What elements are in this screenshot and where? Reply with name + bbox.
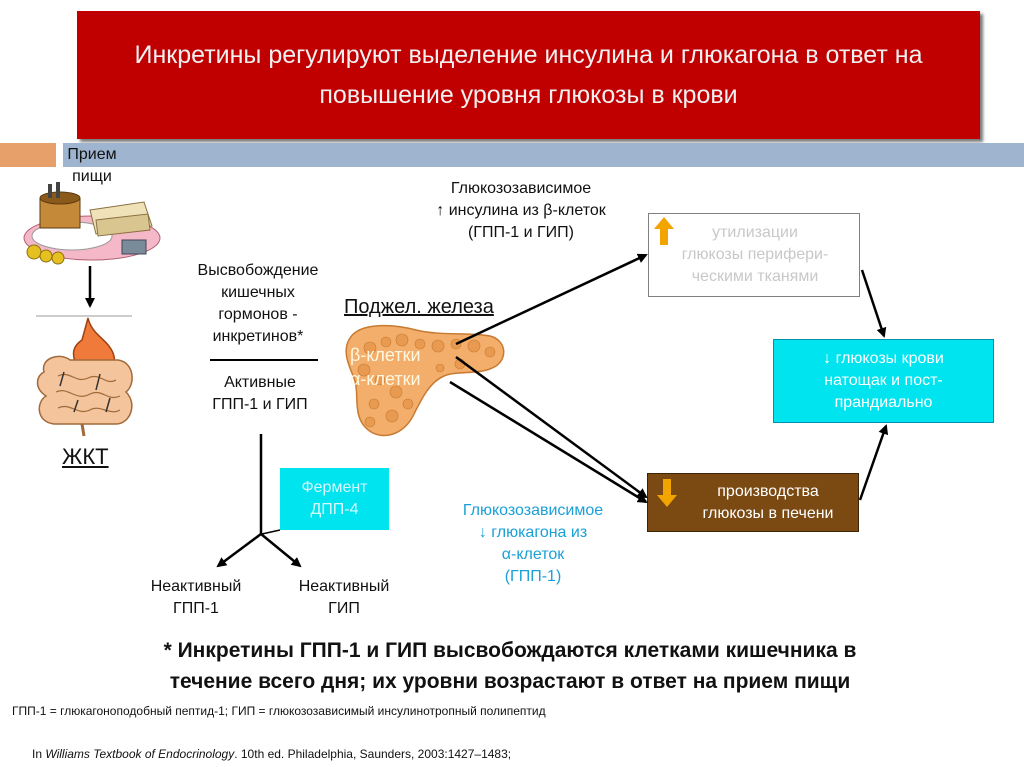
- glucagon-line3: α-клеток: [501, 546, 565, 563]
- food-illustration-icon: [23, 182, 161, 265]
- glucagon-line1: Глюкозозависимое: [462, 502, 604, 519]
- inactive-gip-line1: Неактивный: [298, 578, 390, 595]
- arrow-liver-to-glucose: [858, 424, 889, 501]
- glucagon-label: Глюкозозависимое ↓ глюкагона из α-клеток…: [430, 500, 636, 588]
- page-title: Инкретины регулируют выделение инсулина …: [134, 41, 923, 109]
- pancreas-illustration-icon: [345, 324, 505, 437]
- food-intake-line2: пищи: [72, 168, 112, 185]
- gut-label: ЖКТ: [62, 444, 109, 469]
- insulin-line2: ↑ инсулина из β-клеток: [436, 202, 606, 219]
- release-line2: кишечных: [221, 284, 295, 301]
- insulin-label: Глюкозозависимое ↑ инсулина из β-клеток …: [400, 178, 642, 244]
- reference-prefix: In: [32, 747, 46, 761]
- release-line1: Высвобождение: [197, 262, 319, 279]
- reference-citation: In Williams Textbook of Endocrinology. 1…: [32, 747, 511, 761]
- food-intake-line1: Прием: [67, 146, 117, 163]
- util-line2: глюкозы перифери-: [681, 246, 829, 263]
- down-arrow-icon: [657, 479, 677, 507]
- util-line3: ческими тканями: [691, 268, 819, 285]
- title-banner: Инкретины регулируют выделение инсулина …: [77, 11, 980, 139]
- inactive-glp1-label: Неактивный ГПП-1: [128, 576, 264, 620]
- glucose-line1: ↓ глюкозы крови: [823, 350, 944, 367]
- liver-production-box: производства глюкозы в печени: [647, 473, 859, 532]
- dpp4-link-line: [261, 529, 281, 535]
- active-line1: Активные: [224, 374, 296, 391]
- glucagon-line4: (ГПП-1): [504, 568, 562, 585]
- liver-line1: производства: [717, 482, 819, 500]
- food-intake-label: Прием пищи: [52, 144, 132, 188]
- release-line3: гормонов -: [218, 306, 298, 323]
- dpp-line2: ДПП-4: [310, 501, 359, 518]
- footnote-line1: * Инкретины ГПП-1 и ГИП высвобождаются к…: [163, 639, 857, 662]
- arrow-to-inactive-gip: [260, 533, 302, 568]
- insulin-line1: Глюкозозависимое: [450, 180, 592, 197]
- arrow-alpha-to-liver: [449, 380, 648, 504]
- glucagon-line2: ↓ глюкагона из: [478, 524, 588, 541]
- peripheral-utilization-box: утилизации глюкозы перифери- ческими тка…: [648, 213, 860, 297]
- dpp4-enzyme-box: Фермент ДПП-4: [280, 468, 389, 530]
- insulin-line3: (ГПП-1 и ГИП): [467, 224, 575, 241]
- footnote-line2: течение всего дня; их уровни возрастают …: [169, 670, 851, 693]
- dpp-line1: Фермент: [301, 479, 368, 496]
- footnote: * Инкретины ГПП-1 и ГИП высвобождаются к…: [60, 635, 960, 697]
- glucose-line3: прандиально: [834, 394, 933, 411]
- util-line1: утилизации: [712, 224, 798, 241]
- arrow-utilization-to-glucose: [860, 269, 887, 338]
- release-line4: инкретинов*: [212, 328, 304, 345]
- inactive-gip-label: Неактивный ГИП: [276, 576, 412, 620]
- blood-glucose-box: ↓ глюкозы крови натощак и пост- прандиал…: [773, 339, 994, 423]
- arrow-beta-to-utilization: [455, 253, 648, 346]
- alpha-cells-label: α-клетки: [350, 369, 421, 389]
- liver-line2: глюкозы в печени: [702, 504, 834, 522]
- accent-band-orange: [0, 143, 56, 167]
- beta-cells-label: β-клетки: [350, 345, 421, 365]
- arrow-beta-to-liver: [455, 355, 648, 499]
- accent-band-blue: [63, 143, 1024, 167]
- up-arrow-icon: [654, 217, 674, 245]
- active-incretins-label: Активные ГПП-1 и ГИП: [180, 372, 340, 416]
- inactive-gip-line2: ГИП: [328, 600, 360, 617]
- pancreas-label: Поджел. железа: [344, 296, 494, 318]
- active-line2: ГПП-1 и ГИП: [212, 396, 308, 413]
- pancreas-cells-labels: β-клетки α-клетки: [350, 343, 421, 391]
- digestive-tract-illustration-icon: [36, 315, 133, 437]
- reference-book-title: Williams Textbook of Endocrinology: [45, 747, 235, 761]
- abbreviations-note: ГПП-1 = глюкагоноподобный пептид-1; ГИП …: [12, 704, 546, 718]
- inactive-glp-line2: ГПП-1: [173, 600, 219, 617]
- arrow-to-inactive-glp1: [216, 532, 262, 568]
- incretin-release-label: Высвобождение кишечных гормонов - инкрет…: [168, 260, 348, 348]
- glucose-line2: натощак и пост-: [824, 372, 943, 389]
- reference-details: . 10th ed. Philadelphia, Saunders, 2003:…: [234, 747, 512, 761]
- inactive-glp-line1: Неактивный: [150, 578, 242, 595]
